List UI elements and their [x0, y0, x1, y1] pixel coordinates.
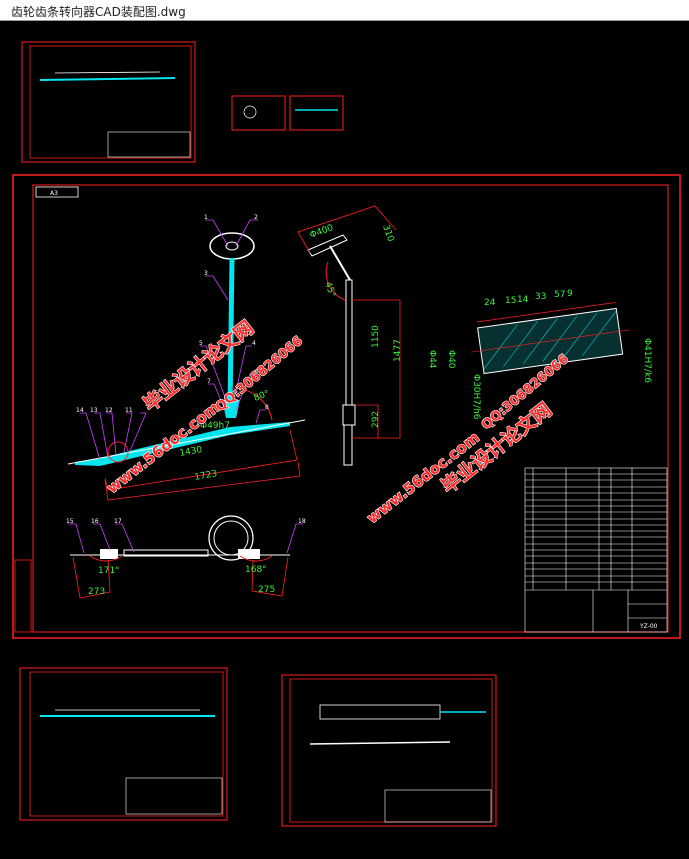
part-number-2: 2	[254, 214, 258, 221]
dim-column-1477: 1477	[393, 339, 403, 362]
part-number-7: 7	[207, 378, 211, 385]
dim-detail-9: 9	[567, 289, 573, 299]
section-detail	[470, 302, 630, 375]
part-number-18: 18	[298, 518, 306, 525]
part-number-4: 4	[252, 340, 256, 347]
dim-detail-15: 15	[505, 296, 516, 306]
part-number-1: 1	[204, 214, 208, 221]
part-number-6: 6	[255, 368, 259, 375]
thumbnail-sheet-4[interactable]	[281, 674, 497, 827]
dim-right-angle: 168°	[245, 565, 267, 575]
dim-right-len: 275	[258, 585, 275, 595]
watermark-url: www.56doc.com	[103, 398, 223, 497]
part-number-13: 13	[90, 407, 98, 414]
drawing-number: YZ-00	[639, 623, 658, 630]
watermark-site: 毕业设计论文网	[139, 316, 258, 416]
dim-column-1150: 1150	[371, 325, 381, 348]
dim-left-len: 273	[88, 587, 105, 597]
sheet-size-label: A3	[50, 190, 58, 197]
dim-detail-d40: Φ40	[446, 350, 456, 369]
dim-detail-57: 57	[554, 290, 565, 300]
dim-detail-33: 33	[535, 292, 546, 302]
dim-pinion-angle: 80°	[253, 389, 271, 404]
thumbnail-sheet-2[interactable]	[231, 95, 344, 131]
part-number-14: 14	[76, 407, 84, 414]
dim-detail-fit1: Φ30H7/h6	[471, 374, 481, 420]
dim-detail-d44: Φ44	[427, 350, 437, 369]
part-number-8: 8	[265, 404, 269, 411]
steering-column-side	[297, 205, 401, 466]
dim-rack-1430: 1430	[179, 445, 204, 459]
part-number-17: 17	[114, 518, 122, 525]
part-number-15: 15	[66, 518, 74, 525]
dim-detail-fit2: Φ41H7/k6	[642, 338, 652, 383]
dim-detail-14: 14	[517, 295, 529, 305]
part-number-5: 5	[199, 340, 203, 347]
cad-viewport[interactable]: A3 1430 1723 Φ49h7 80° 1	[0, 21, 689, 855]
dim-column-angle: 45°	[322, 281, 337, 299]
dim-wheel-diameter: Φ400	[309, 223, 335, 241]
title-bar: 齿轮齿条转向器CAD装配图.dwg	[0, 0, 689, 21]
dim-left-angle: 171°	[98, 566, 120, 576]
dim-pinion-fit: Φ49h7	[200, 421, 230, 431]
part-number-11: 11	[125, 407, 133, 414]
dim-rack-1723: 1723	[194, 469, 218, 483]
main-drawing-sheet[interactable]: A3 1430 1723 Φ49h7 80° 1	[12, 174, 681, 639]
parts-list-table	[524, 467, 668, 633]
part-number-12: 12	[105, 407, 113, 414]
part-number-16: 16	[91, 518, 99, 525]
thumbnail-sheet-1[interactable]	[21, 41, 196, 163]
part-number-3: 3	[204, 270, 208, 277]
steering-assembly-plan	[68, 515, 303, 599]
dim-column-292: 292	[371, 411, 381, 428]
window-title: 齿轮齿条转向器CAD装配图.dwg	[11, 5, 186, 19]
thumbnail-sheet-3[interactable]	[19, 667, 228, 821]
dim-detail-24: 24	[484, 298, 496, 308]
